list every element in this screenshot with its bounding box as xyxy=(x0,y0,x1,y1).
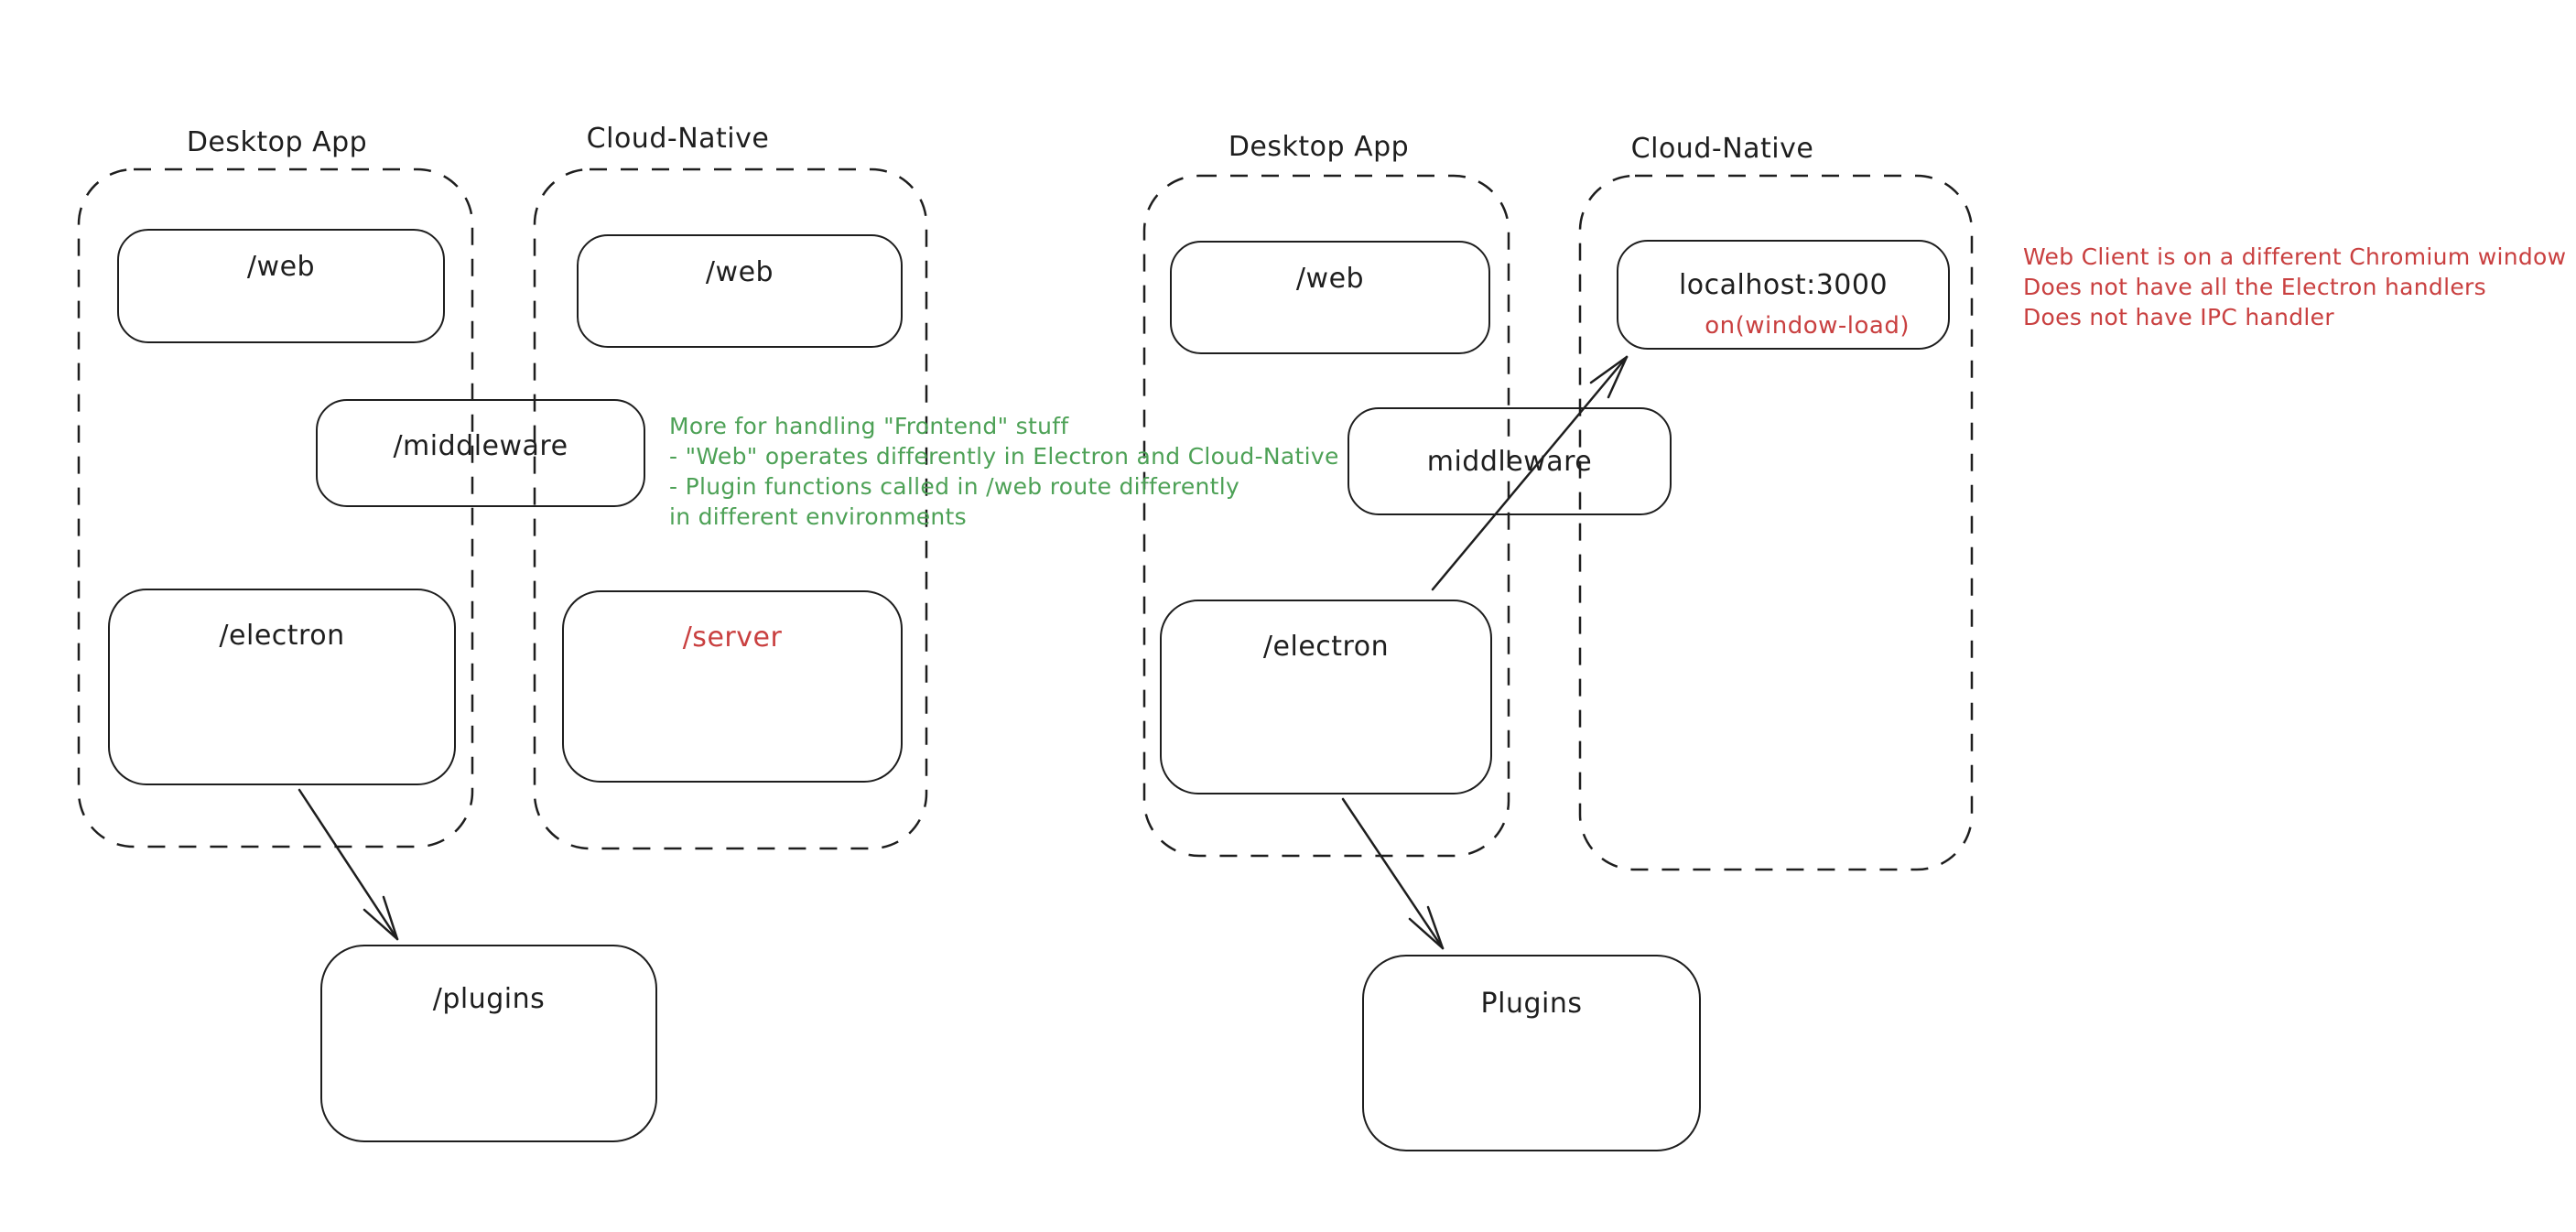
container-title-cloud-right: Cloud-Native xyxy=(1630,133,1814,165)
localhost-window-load-label: on(window-load) xyxy=(1705,311,1910,340)
green-annotation-line-3: - Plugin functions called in /web route … xyxy=(669,473,1240,500)
plugins-node-right-label: Plugins xyxy=(1480,988,1583,1020)
green-annotation-line-2: - "Web" operates differently in Electron… xyxy=(669,443,1339,470)
plugins-node-left-label: /plugins xyxy=(432,983,546,1015)
arrow-electron-to-plugins-right xyxy=(1341,797,1445,950)
green-annotation-line-1: More for handling "Frontend" stuff xyxy=(669,413,1069,439)
localhost-node-label: localhost:3000 xyxy=(1678,268,1889,301)
web-node-left-desktop: /web xyxy=(117,229,445,343)
electron-node-left: /electron xyxy=(108,589,456,785)
green-annotation-line-4: in different environments xyxy=(669,503,967,530)
red-annotation-line-1: Web Client is on a different Chromium wi… xyxy=(2023,243,2567,270)
red-annotation-line-2: Does not have all the Electron handlers xyxy=(2023,274,2486,300)
electron-node-right: /electron xyxy=(1160,600,1492,794)
web-node-right: /web xyxy=(1170,241,1490,354)
red-annotation: Web Client is on a different Chromium wi… xyxy=(2023,242,2566,332)
container-title-cloud-left: Cloud-Native xyxy=(586,123,770,155)
electron-node-right-label: /electron xyxy=(1262,631,1390,663)
plugins-node-left: /plugins xyxy=(320,945,657,1142)
middleware-node-right: middleware xyxy=(1348,407,1672,515)
web-node-left-desktop-label: /web xyxy=(246,251,316,283)
plugins-node-right: Plugins xyxy=(1362,955,1701,1151)
green-annotation: More for handling "Frontend" stuff - "We… xyxy=(669,411,1339,532)
localhost-node: localhost:3000 on(window-load) xyxy=(1617,240,1950,350)
middleware-node-left: /middleware xyxy=(316,399,645,507)
electron-node-left-label: /electron xyxy=(219,620,345,652)
red-annotation-line-3: Does not have IPC handler xyxy=(2023,304,2334,330)
web-node-right-label: /web xyxy=(1295,263,1365,295)
container-title-desktop-right: Desktop App xyxy=(1228,131,1410,163)
server-node-left: /server xyxy=(562,590,903,783)
web-node-left-cloud-label: /web xyxy=(705,256,774,288)
middleware-node-left-label: /middleware xyxy=(393,430,568,462)
server-node-left-label: /server xyxy=(682,621,783,654)
middleware-node-right-label: middleware xyxy=(1426,446,1593,478)
container-title-desktop-left: Desktop App xyxy=(186,126,368,158)
arrow-electron-to-plugins-left xyxy=(298,788,399,941)
web-node-left-cloud: /web xyxy=(577,234,903,348)
